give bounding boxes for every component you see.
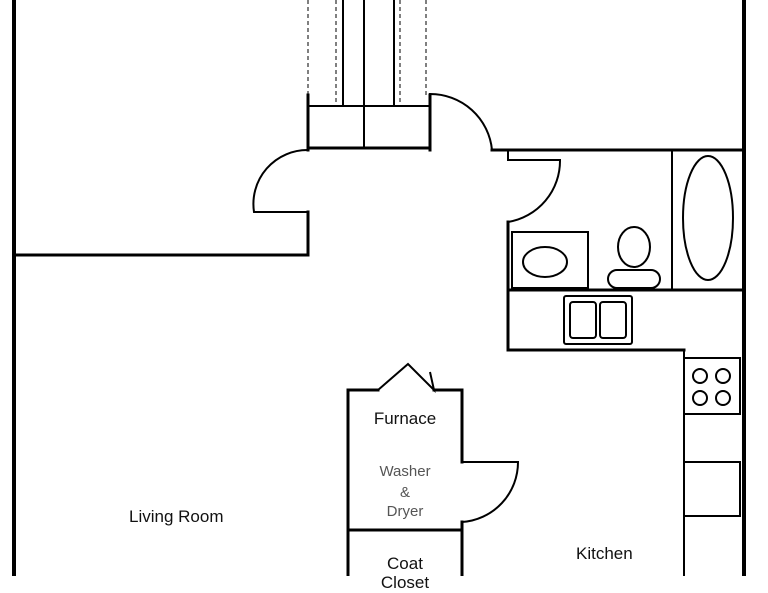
burner-4-icon xyxy=(715,390,731,406)
kitchen-sink-right-bowl xyxy=(599,301,627,339)
coat-closet-label-line1: Coat xyxy=(387,554,423,573)
sink-icon xyxy=(522,246,568,278)
kitchen-sink-icon xyxy=(563,295,633,345)
living-room-label: Living Room xyxy=(129,507,224,526)
washer-label-line3: Dryer xyxy=(386,503,424,520)
coat-closet-label-line2: Closet xyxy=(380,573,430,592)
bedroom-door xyxy=(252,148,309,213)
refrigerator-icon xyxy=(683,461,741,517)
hall-door xyxy=(429,92,493,151)
kitchen-sink-left-bowl xyxy=(569,301,597,339)
washer-label-line1: Washer xyxy=(379,463,431,480)
kitchen-label: Kitchen xyxy=(576,544,633,563)
washer-label-line2: & xyxy=(399,484,410,501)
burner-3-icon xyxy=(692,390,708,406)
floor-plan xyxy=(12,0,746,576)
toilet-tank-icon xyxy=(617,226,651,268)
furnace-door xyxy=(377,362,436,394)
furnace-label: Furnace xyxy=(373,409,437,428)
bathtub-icon xyxy=(682,155,734,281)
vanity-icon xyxy=(511,231,589,289)
bath-door xyxy=(507,159,562,223)
toilet-base-icon xyxy=(607,269,661,289)
stove-icon xyxy=(683,357,741,415)
burner-2-icon xyxy=(715,368,731,384)
laundry-door xyxy=(461,461,520,523)
burner-1-icon xyxy=(692,368,708,384)
